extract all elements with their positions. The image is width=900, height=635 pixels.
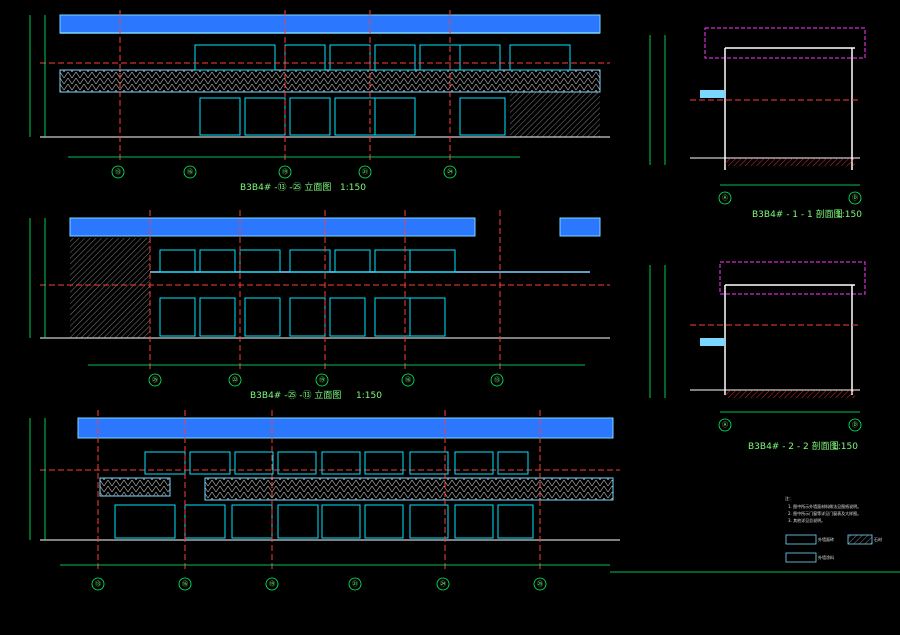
- grid-label: ⑲: [269, 580, 275, 588]
- legend-swatch-tile: [785, 534, 817, 545]
- legend-note: 2. 图中所示门窗等详见门窗表及大样图。: [788, 510, 861, 516]
- stair-hatch: [70, 238, 150, 338]
- lower-door-row: [114, 504, 534, 539]
- section-2-title: B3B4# - 2 - 2 剖面图: [748, 440, 839, 452]
- elevation-a-scale: 1:150: [340, 183, 366, 193]
- lower-door-row: [199, 97, 506, 136]
- balcony-slab: [59, 69, 601, 93]
- grid-label: ㉒: [232, 376, 238, 384]
- legend-item: 外墙面砖: [818, 536, 834, 542]
- grid-label: ㉕: [537, 580, 543, 588]
- lower-door-row: [159, 297, 446, 337]
- roof-band: [77, 417, 614, 439]
- balcony-slab: [204, 477, 614, 501]
- upper-window-row: [144, 451, 529, 475]
- section-2-2: Ⓐ Ⓓ B3B4# - 2 - 2 剖面图 1:150: [649, 261, 866, 452]
- upper-window-row: [159, 249, 456, 273]
- legend-item: 外墙涂料: [818, 554, 834, 560]
- elevation-b: ㉕ ㉒ ⑲ ⑯ ⑬ B3B4# -㉕ -⑬ 立面图 1:150: [29, 210, 610, 401]
- grid-markers-b: ㉕ ㉒ ⑲ ⑯ ⑬: [148, 373, 504, 387]
- legend-note: 1. 图中所示外墙面材料做法见图纸说明。: [788, 503, 861, 509]
- legend-title: 注：: [785, 495, 793, 501]
- elevation-b-scale: 1:150: [356, 391, 382, 401]
- dimension-lines: [29, 15, 520, 158]
- legend-item: 石材: [874, 536, 882, 542]
- grid-label: Ⓐ: [722, 421, 728, 429]
- grid-label: ㉔: [447, 168, 453, 176]
- legend-swatch-paint: [785, 552, 817, 563]
- grid-label: ⑲: [282, 168, 288, 176]
- grid-markers-a: ⑬ ⑯ ⑲ ㉑ ㉔: [111, 165, 457, 179]
- grid-markers-c: ⑬ ⑯ ⑲ ㉑ ㉔ ㉕: [91, 577, 547, 591]
- roof-outline: [704, 27, 866, 59]
- grid-label: Ⓓ: [852, 194, 858, 202]
- section-1-scale: 1:150: [836, 210, 862, 220]
- roof-band: [69, 217, 476, 237]
- grid-label: ⑬: [494, 376, 500, 384]
- legend-swatch-stone: [847, 534, 873, 545]
- grid-label: Ⓐ: [722, 194, 728, 202]
- grid-label: ㉕: [152, 376, 158, 384]
- grid-label: ⑬: [95, 580, 101, 588]
- section-1-title: B3B4# - 1 - 1 剖面图: [752, 208, 843, 220]
- roof-outline: [719, 261, 866, 295]
- grid-markers-s2: Ⓐ Ⓓ: [718, 418, 862, 432]
- grid-label: Ⓓ: [852, 421, 858, 429]
- stair-hatch: [510, 92, 600, 137]
- legend: 注： 1. 图中所示外墙面材料做法见图纸说明。 2. 图中所示门窗等详见门窗表及…: [785, 495, 882, 563]
- grid-markers-s1: Ⓐ Ⓓ: [718, 191, 862, 205]
- section-2-scale: 1:150: [832, 442, 858, 452]
- elevation-c: ⑬ ⑯ ⑲ ㉑ ㉔ ㉕: [29, 410, 900, 591]
- grid-label: ㉔: [440, 580, 446, 588]
- elevation-b-title: B3B4# -㉕ -⑬ 立面图: [250, 389, 341, 401]
- grid-label: ⑲: [319, 376, 325, 384]
- elevation-a-title: B3B4# -⑬ -㉕ 立面图: [240, 181, 331, 193]
- elevation-a: ⑬ ⑯ ⑲ ㉑ ㉔ B3B4# -⑬ -㉕ 立面图 1:150: [29, 10, 610, 193]
- grid-label: ㉑: [362, 168, 368, 176]
- grid-label: ⑯: [405, 376, 411, 384]
- grid-label: ⑯: [187, 168, 193, 176]
- section-1-1: Ⓐ Ⓓ B3B4# - 1 - 1 剖面图 1:150: [649, 27, 866, 220]
- upper-window-row: [194, 44, 571, 71]
- grid-label: ⑯: [182, 580, 188, 588]
- grid-label: ㉑: [352, 580, 358, 588]
- legend-note: 3. 其他详见总说明。: [788, 517, 825, 523]
- roof-band: [59, 14, 601, 34]
- grid-label: ⑬: [115, 168, 121, 176]
